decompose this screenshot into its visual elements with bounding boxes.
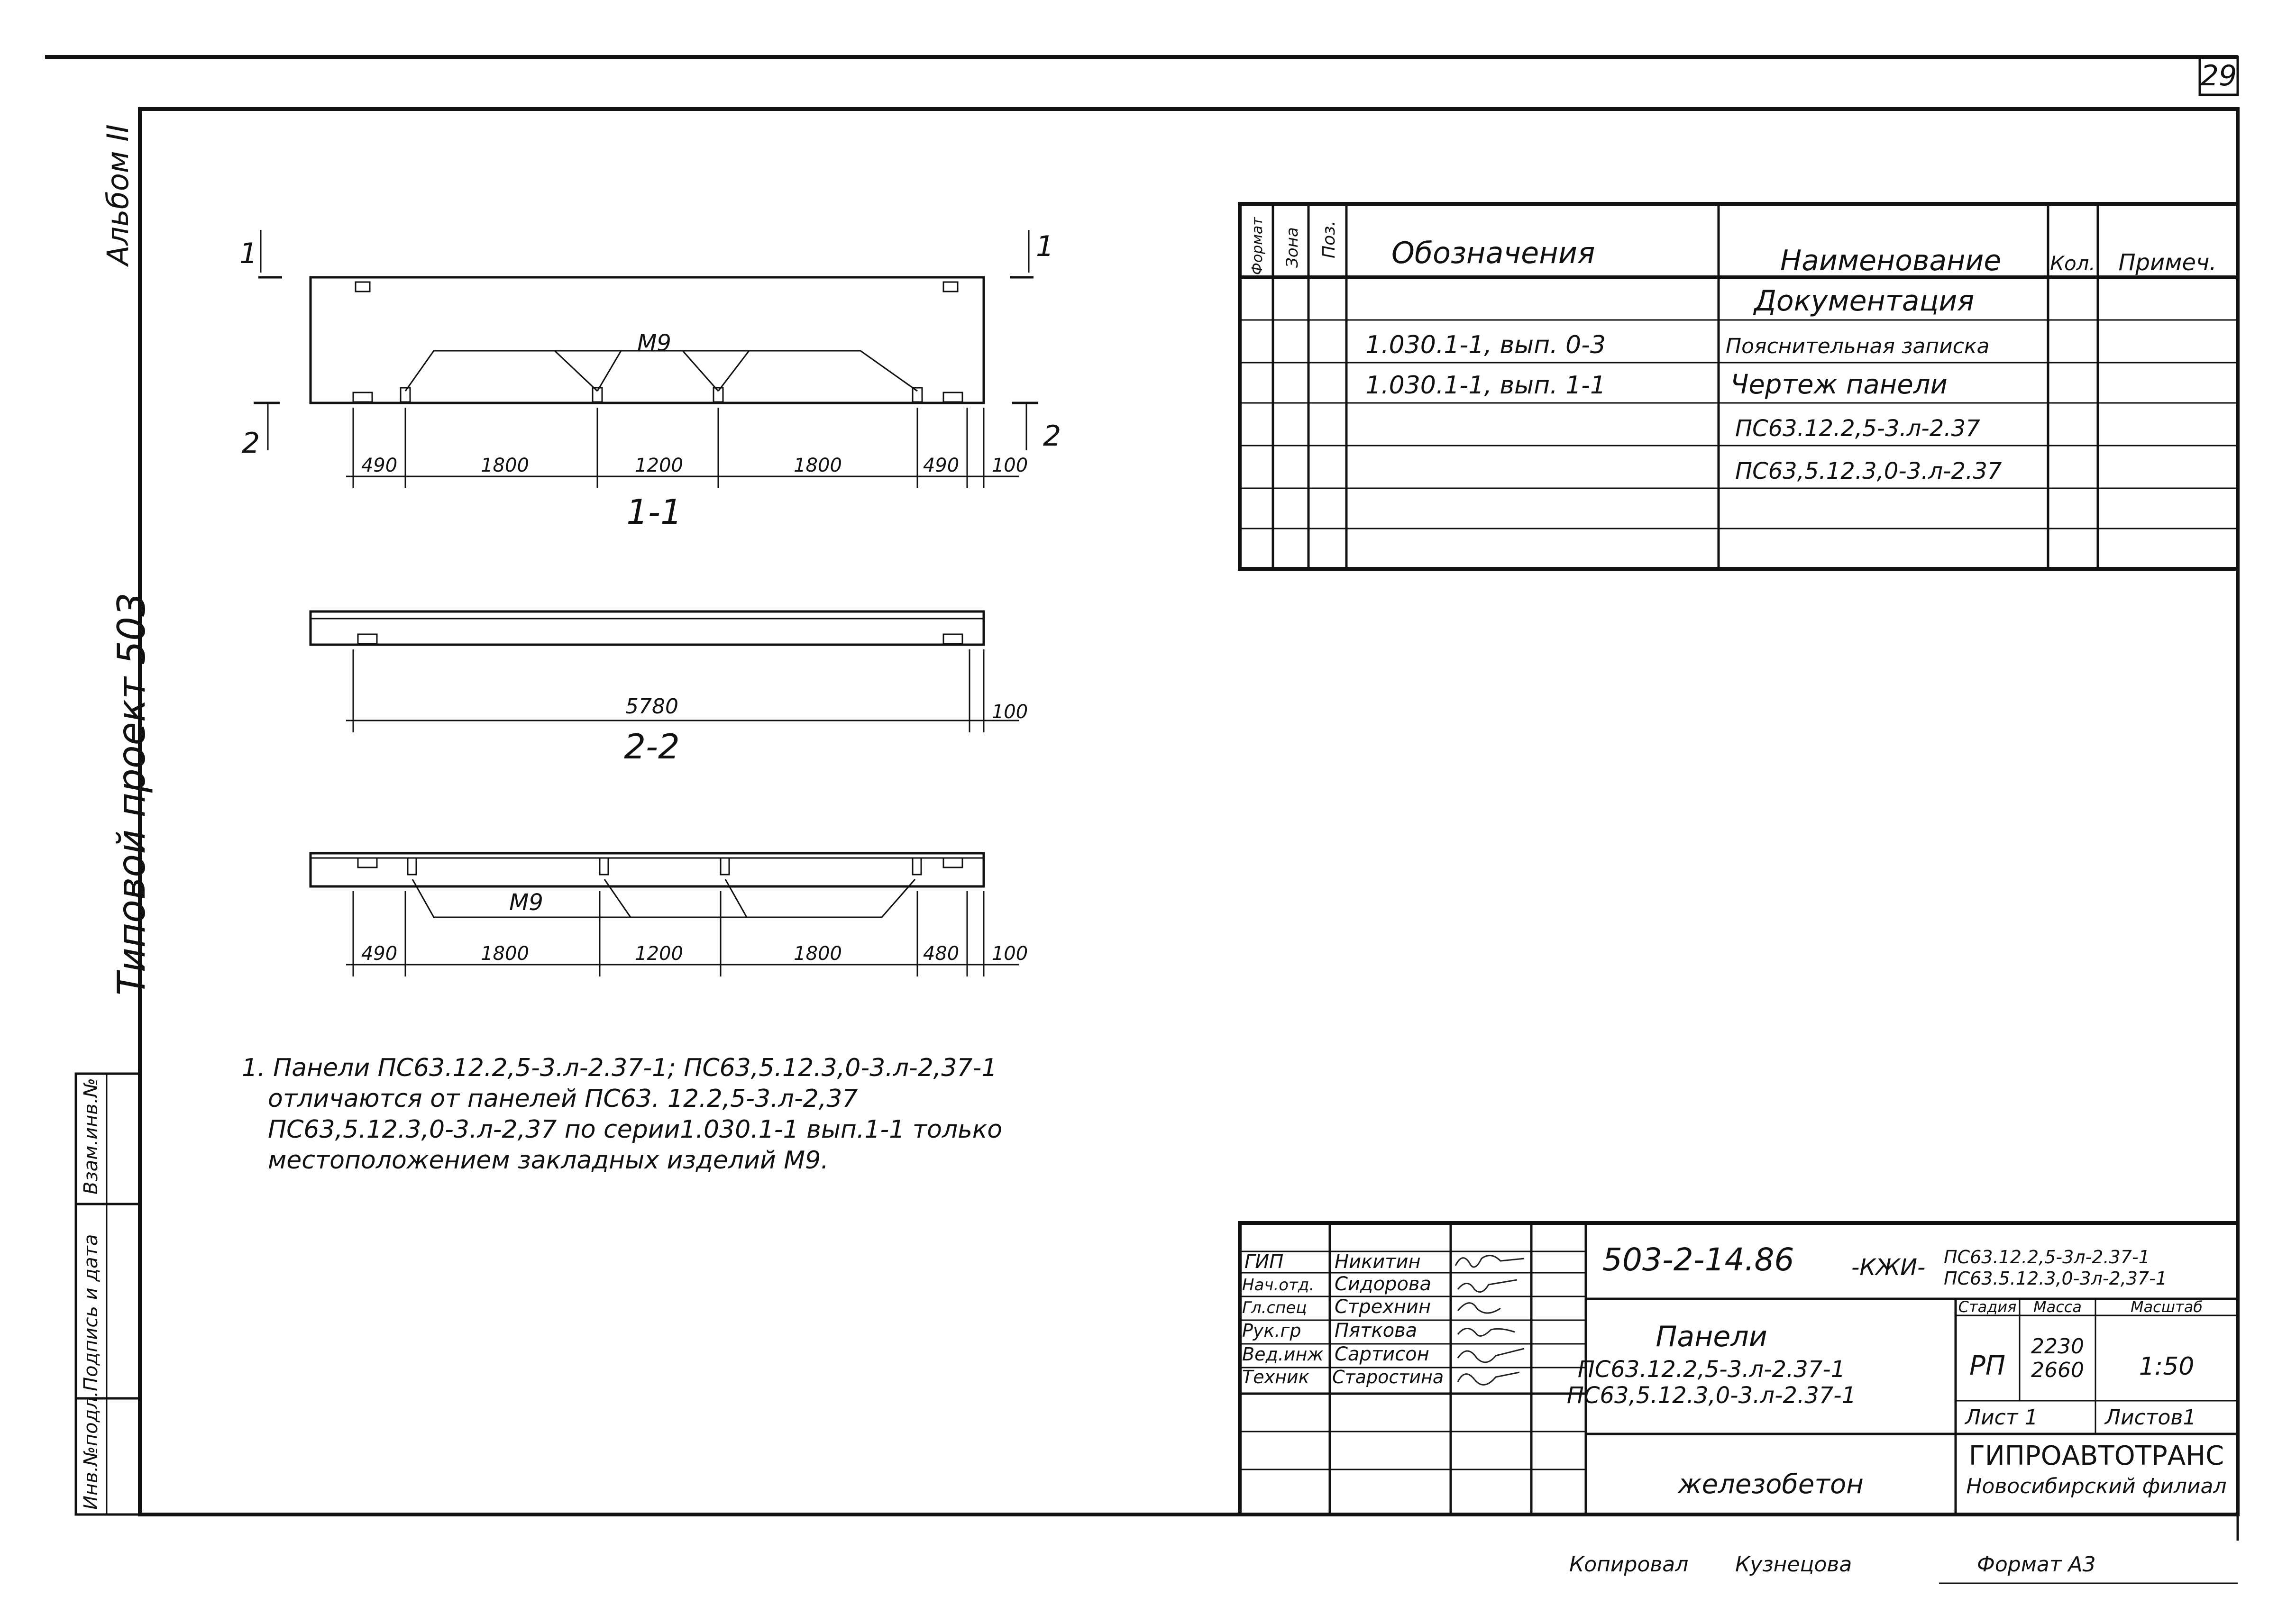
strip-cell-signature: Подпись и дата: [80, 1234, 102, 1391]
scale-label: Масштаб: [2131, 1298, 2203, 1316]
dim-1800-b: 1800: [794, 455, 842, 476]
strip-cell-replaced: Взам.инв.№: [80, 1078, 102, 1195]
marker-2-right: 2: [1043, 420, 1061, 453]
section-caption-2-2: 2-2: [624, 727, 680, 766]
organization-name: ГИПРОАВТОТРАНС: [1969, 1441, 2224, 1471]
plan-dim-1800-a: 1800: [481, 943, 529, 965]
dim-490-a: 490: [361, 455, 397, 476]
copied-label: Копировал: [1569, 1552, 1688, 1577]
spec-table: Формат Зона Поз. Обозначения Наименовани…: [1238, 202, 2240, 571]
header-pos: Поз.: [1319, 220, 1339, 258]
header-designation: Обозначения: [1391, 236, 1595, 270]
note-line-1: 1. Панели ПС63.12.2,5-3.л-2.37-1; ПС63,5…: [242, 1054, 997, 1082]
mass-value-2: 2660: [2031, 1358, 2084, 1382]
header-name: Наименование: [1780, 244, 2001, 277]
plan-dim-100: 100: [992, 943, 1028, 965]
plan-dim-480: 480: [923, 943, 959, 965]
header-zone: Зона: [1283, 227, 1302, 268]
organization-branch: Новосибирский филиал: [1966, 1474, 2226, 1498]
side-strip: Альбом II Типовой проект 503 Взам.инв.№ …: [74, 124, 154, 1516]
dim-1800-a: 1800: [481, 455, 529, 476]
row-4-name: ПС63.12.2,5-3.л-2.37: [1735, 415, 1980, 442]
role-group-lead: Рук.гр: [1242, 1320, 1301, 1341]
material: железобетон: [1677, 1469, 1864, 1500]
code-variant-2: ПС63.5.12.3,0-3л-2,37-1: [1944, 1268, 2167, 1289]
section-1-1: М9 1 1 2 2 490 1800 1200 1800 490 100 1-…: [239, 230, 1061, 532]
signatures: [1454, 1255, 1525, 1386]
dim-100-2: 100: [992, 701, 1028, 723]
panel-section: [309, 610, 985, 646]
mass-value-1: 2230: [2031, 1334, 2084, 1359]
project-label: Типовой проект 503: [110, 593, 154, 995]
header-format: Формат: [1249, 217, 1266, 275]
doc-title-variant-2: ПС63,5.12.3,0-3.л-2.37-1: [1567, 1382, 1856, 1409]
role-technician: Техник: [1242, 1367, 1309, 1387]
dim-100: 100: [992, 455, 1028, 476]
sheet-number: 29: [2201, 59, 2237, 92]
name-gip: Никитин: [1335, 1251, 1421, 1273]
doc-title-variant-1: ПС63.12.2,5-3.л-2.37-1: [1578, 1356, 1845, 1383]
dim-490-b: 490: [923, 455, 959, 476]
format-label: Формат А3: [1977, 1552, 2096, 1577]
header-qty: Кол.: [2050, 252, 2095, 275]
marker-1-left: 1: [239, 237, 257, 270]
strip-cell-inventory: Инв.№подл.: [80, 1391, 102, 1510]
panel-elevation: [309, 276, 985, 404]
row-3-designation: 1.030.1-1, вып. 1-1: [1365, 371, 1606, 400]
name-technician: Старостина: [1332, 1367, 1444, 1387]
marker-1-right: 1: [1036, 230, 1054, 263]
name-dept-head: Сидорова: [1335, 1273, 1431, 1295]
row-1-name: Документация: [1753, 284, 1974, 318]
stage-label: Стадия: [1958, 1298, 2017, 1316]
plan-dim-490: 490: [361, 943, 397, 965]
marker-2-left: 2: [242, 427, 260, 460]
role-gip: ГИП: [1244, 1251, 1283, 1273]
general-note: 1. Панели ПС63.12.2,5-3.л-2.37-1; ПС63,5…: [242, 1054, 1002, 1175]
plan-dim-1200: 1200: [635, 943, 683, 965]
doc-title: Панели: [1656, 1320, 1767, 1353]
row-3-name: Чертеж панели: [1730, 369, 1948, 400]
sheets-label: Листов1: [2104, 1405, 2196, 1430]
header-note: Примеч.: [2118, 249, 2216, 276]
role-chief-spec: Гл.спец: [1242, 1298, 1307, 1317]
plan-view: М9 490 1800 1200 1800 480 100: [309, 852, 1028, 976]
row-5-name: ПС63,5.12.3,0-3.л-2.37: [1735, 458, 2002, 484]
note-line-2: отличаются от панелей ПС63. 12.2,5-3.л-2…: [268, 1085, 858, 1113]
role-lead-eng: Вед.инж: [1242, 1344, 1324, 1365]
dim-5780: 5780: [625, 694, 678, 719]
title-block: ГИП Никитин Нач.отд. Сидорова Гл.спец Ст…: [1238, 1221, 2240, 1516]
plan-dim-1800-b: 1800: [794, 943, 842, 965]
sheet-label: Лист 1: [1964, 1405, 2038, 1430]
note-line-3: ПС63,5.12.3,0-3.л-2,37 по серии1.030.1-1…: [268, 1115, 1002, 1144]
section-caption-1-1: 1-1: [626, 492, 682, 532]
footer-stamps: Копировал Кузнецова Формат А3: [1569, 1552, 2238, 1584]
mass-label: Масса: [2033, 1298, 2082, 1316]
row-2-name: Пояснительная записка: [1726, 334, 1989, 358]
code-variant-1: ПС63.12.2,5-3л-2.37-1: [1944, 1247, 2150, 1268]
row-2-designation: 1.030.1-1, вып. 0-3: [1365, 331, 1606, 359]
copied-name: Кузнецова: [1735, 1552, 1852, 1577]
sheet-frame: 29: [45, 55, 2240, 1541]
name-group-lead: Пяткова: [1335, 1320, 1417, 1341]
stage-value: РП: [1969, 1350, 2005, 1381]
drawing-code: 503-2-14.86: [1602, 1241, 1794, 1278]
scale-value: 1:50: [2139, 1352, 2195, 1381]
panel-plan: [309, 852, 985, 888]
note-line-4: местоположением закладных изделий М9.: [268, 1146, 829, 1175]
dim-1200: 1200: [635, 455, 683, 476]
name-lead-eng: Сартисон: [1335, 1343, 1429, 1365]
embed-label-m9-plan: М9: [509, 889, 543, 916]
name-chief-spec: Стрехнин: [1335, 1296, 1431, 1318]
embed-label-m9: М9: [637, 330, 671, 356]
code-suffix: -КЖИ-: [1851, 1254, 1925, 1281]
role-dept-head: Нач.отд.: [1242, 1276, 1314, 1295]
section-2-2: 5780 100 2-2: [309, 610, 1028, 766]
album-label: Альбом II: [101, 124, 135, 267]
